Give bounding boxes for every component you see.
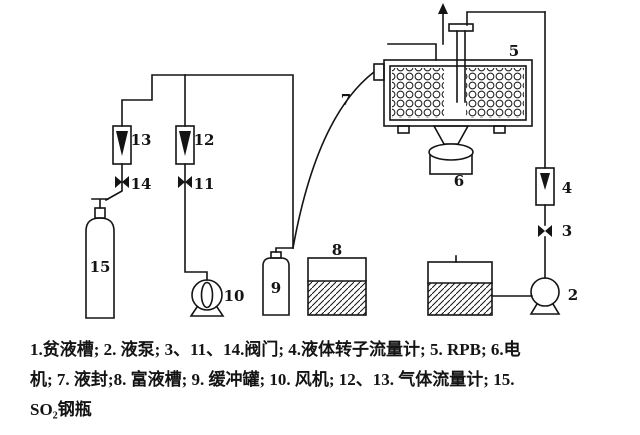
label-motor: 6 [454, 172, 464, 190]
lean-liquid-tank [427, 255, 493, 316]
pipe-cylinder-to-valve14 [104, 163, 123, 202]
liquid-feed-tube [456, 30, 466, 103]
liquid-flowmeter-4: 4 [535, 167, 572, 206]
gas-flowmeter-12: 12 [175, 125, 215, 165]
liquid-fill [428, 283, 492, 315]
so2-cylinder: 15 [85, 198, 115, 319]
pipe-fan-up [184, 163, 208, 281]
valve-icon [122, 176, 129, 188]
label-pump: 2 [568, 286, 578, 304]
valve-icon [185, 176, 192, 188]
label-cylinder: 15 [90, 258, 111, 276]
valve-icon [115, 176, 122, 188]
valve-11: 11 [178, 175, 214, 193]
caption-line-2: 机; 7. 液封;8. 富液槽; 9. 缓冲罐; 10. 风机; 12、13. … [30, 370, 515, 389]
rotameter-float-icon [116, 131, 128, 156]
label-rich-tank: 8 [332, 241, 342, 259]
valve-icon [545, 225, 552, 237]
fan-base [189, 305, 225, 317]
fan-blower: 10 [189, 279, 245, 317]
gas-flowmeter-13: 13 [112, 125, 152, 165]
cylinder-valve-icon [91, 198, 109, 209]
rpb-foot [397, 125, 410, 134]
buffer-tank: 9 [262, 251, 290, 316]
rpb-foot [493, 125, 506, 134]
caption-line-3: SO₂钢瓶 [30, 400, 92, 419]
pipe-buffer-feed [275, 247, 294, 253]
process-flow-diagram: 15 13 14 12 [85, 3, 578, 319]
motor-unit: 6 [428, 125, 474, 190]
label-valve11: 11 [194, 175, 215, 193]
label-valve3: 3 [562, 222, 572, 240]
label-rpb: 5 [509, 42, 519, 60]
label-flowmeter4: 4 [562, 179, 572, 197]
rotameter-float-icon [540, 173, 550, 190]
packing-bed-right [466, 68, 524, 118]
valve-14: 14 [115, 175, 151, 193]
motor-coupling [428, 143, 474, 161]
pipe-liquid-seal-curve [292, 70, 376, 249]
gas-outlet-arrow [438, 3, 448, 45]
valve-icon [538, 225, 545, 237]
liquid-fill [308, 281, 366, 315]
valve-icon [178, 176, 185, 188]
label-liquid-seal: 7 [341, 91, 351, 109]
liquid-pump: 2 [529, 277, 578, 315]
arrowhead-up-icon [438, 3, 448, 14]
pipe-gas-main [121, 74, 294, 249]
label-fan: 10 [224, 287, 245, 305]
rich-liquid-tank: 8 [307, 241, 367, 316]
packing-bed-left [392, 68, 444, 118]
pipe-liquid-feed-top [466, 11, 546, 26]
pump-base [529, 302, 561, 315]
outlet-funnel [432, 125, 470, 145]
label-buffer: 9 [271, 279, 281, 297]
rotameter-float-icon [179, 131, 191, 156]
caption-line-1: 1.贫液槽; 2. 液泵; 3、11、14.阀门; 4.液体转子流量计; 5. … [30, 340, 521, 359]
rpb-inner-shell [389, 65, 527, 121]
inlet-flange [373, 63, 385, 81]
label-valve14: 14 [131, 175, 152, 193]
valve-3: 3 [538, 222, 572, 240]
feed-tube-flange [448, 23, 474, 32]
label-flowmeter12: 12 [194, 131, 215, 149]
rpb-unit: 5 [373, 23, 533, 134]
label-flowmeter13: 13 [131, 131, 152, 149]
pipe-network [104, 11, 546, 297]
pipe-top-left [387, 43, 437, 61]
figure-caption: 1.贫液槽; 2. 液泵; 3、11、14.阀门; 4.液体转子流量计; 5. … [30, 335, 634, 425]
